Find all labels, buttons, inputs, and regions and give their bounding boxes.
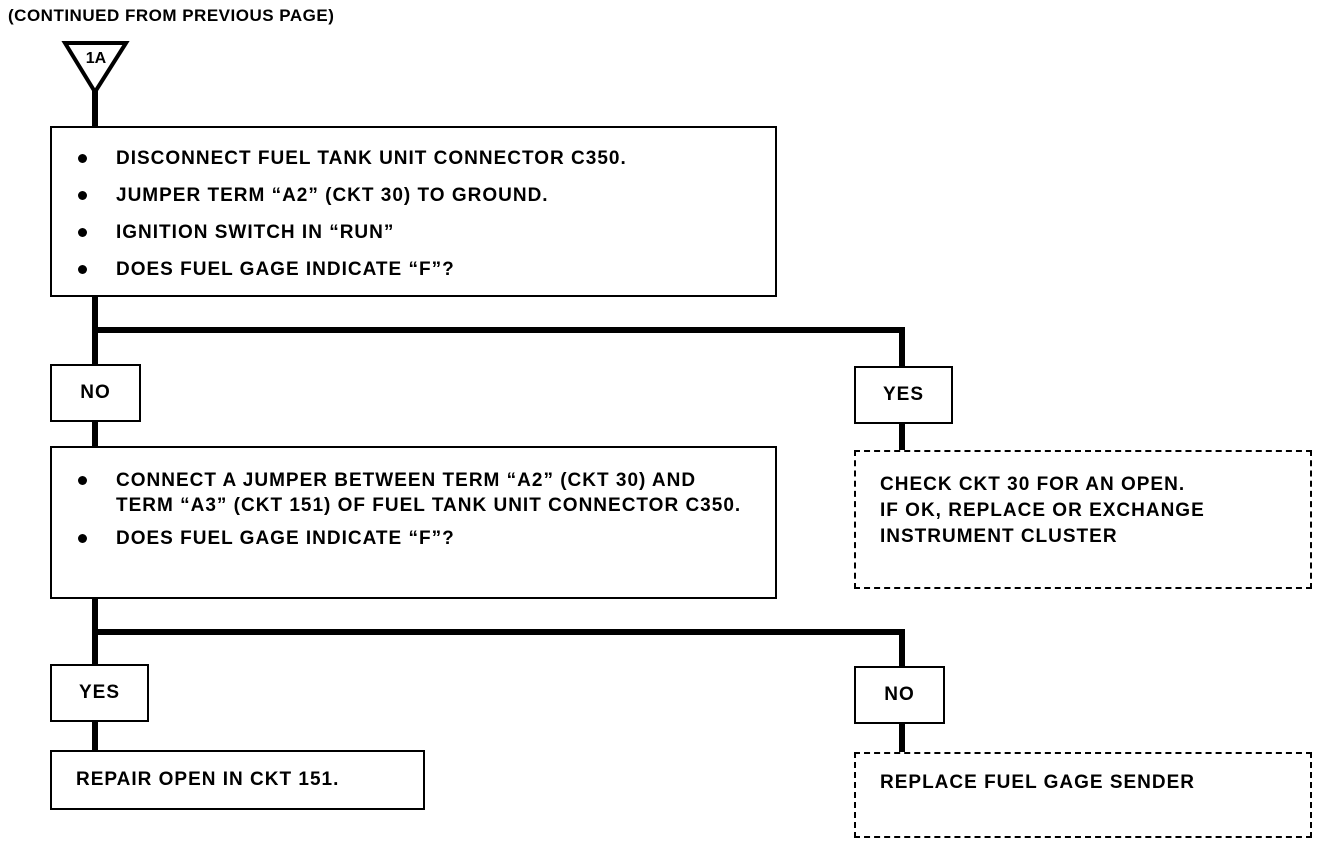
step1-item: DOES FUEL GAGE INDICATE “F”? (52, 257, 775, 282)
step2-box: CONNECT A JUMPER BETWEEN TERM “A2” (CKT … (50, 446, 777, 599)
step2-yes-label: YES (50, 664, 149, 722)
step2-yes-result-box: REPAIR OPEN IN CKT 151. (50, 750, 425, 810)
step2-item: DOES FUEL GAGE INDICATE “F”? (52, 526, 757, 551)
step2-no-label: NO (854, 666, 945, 724)
step2-item: CONNECT A JUMPER BETWEEN TERM “A2” (CKT … (52, 468, 757, 518)
step1-item: IGNITION SWITCH IN “RUN” (52, 220, 775, 245)
connector-triangle (61, 41, 130, 96)
result-line: IF OK, REPLACE OR EXCHANGE (880, 500, 1205, 521)
line-step2-to-no (95, 629, 905, 668)
connector-label: 1A (85, 50, 107, 67)
step1-no-label: NO (50, 364, 141, 422)
result-line: CHECK CKT 30 FOR AN OPEN. (880, 474, 1186, 495)
step1-box: DISCONNECT FUEL TANK UNIT CONNECTOR C350… (50, 126, 777, 297)
step1-item: JUMPER TERM “A2” (CKT 30) TO GROUND. (52, 183, 775, 208)
step1-yes-result-box: CHECK CKT 30 FOR AN OPEN. IF OK, REPLACE… (854, 450, 1312, 589)
step2-no-result-box: REPLACE FUEL GAGE SENDER (854, 752, 1312, 838)
page-header: (CONTINUED FROM PREVIOUS PAGE) (8, 6, 335, 25)
step1-yes-label: YES (854, 366, 953, 424)
line-step1-to-yes (95, 327, 905, 368)
step1-item: DISCONNECT FUEL TANK UNIT CONNECTOR C350… (52, 146, 775, 171)
result-line: INSTRUMENT CLUSTER (880, 526, 1118, 547)
